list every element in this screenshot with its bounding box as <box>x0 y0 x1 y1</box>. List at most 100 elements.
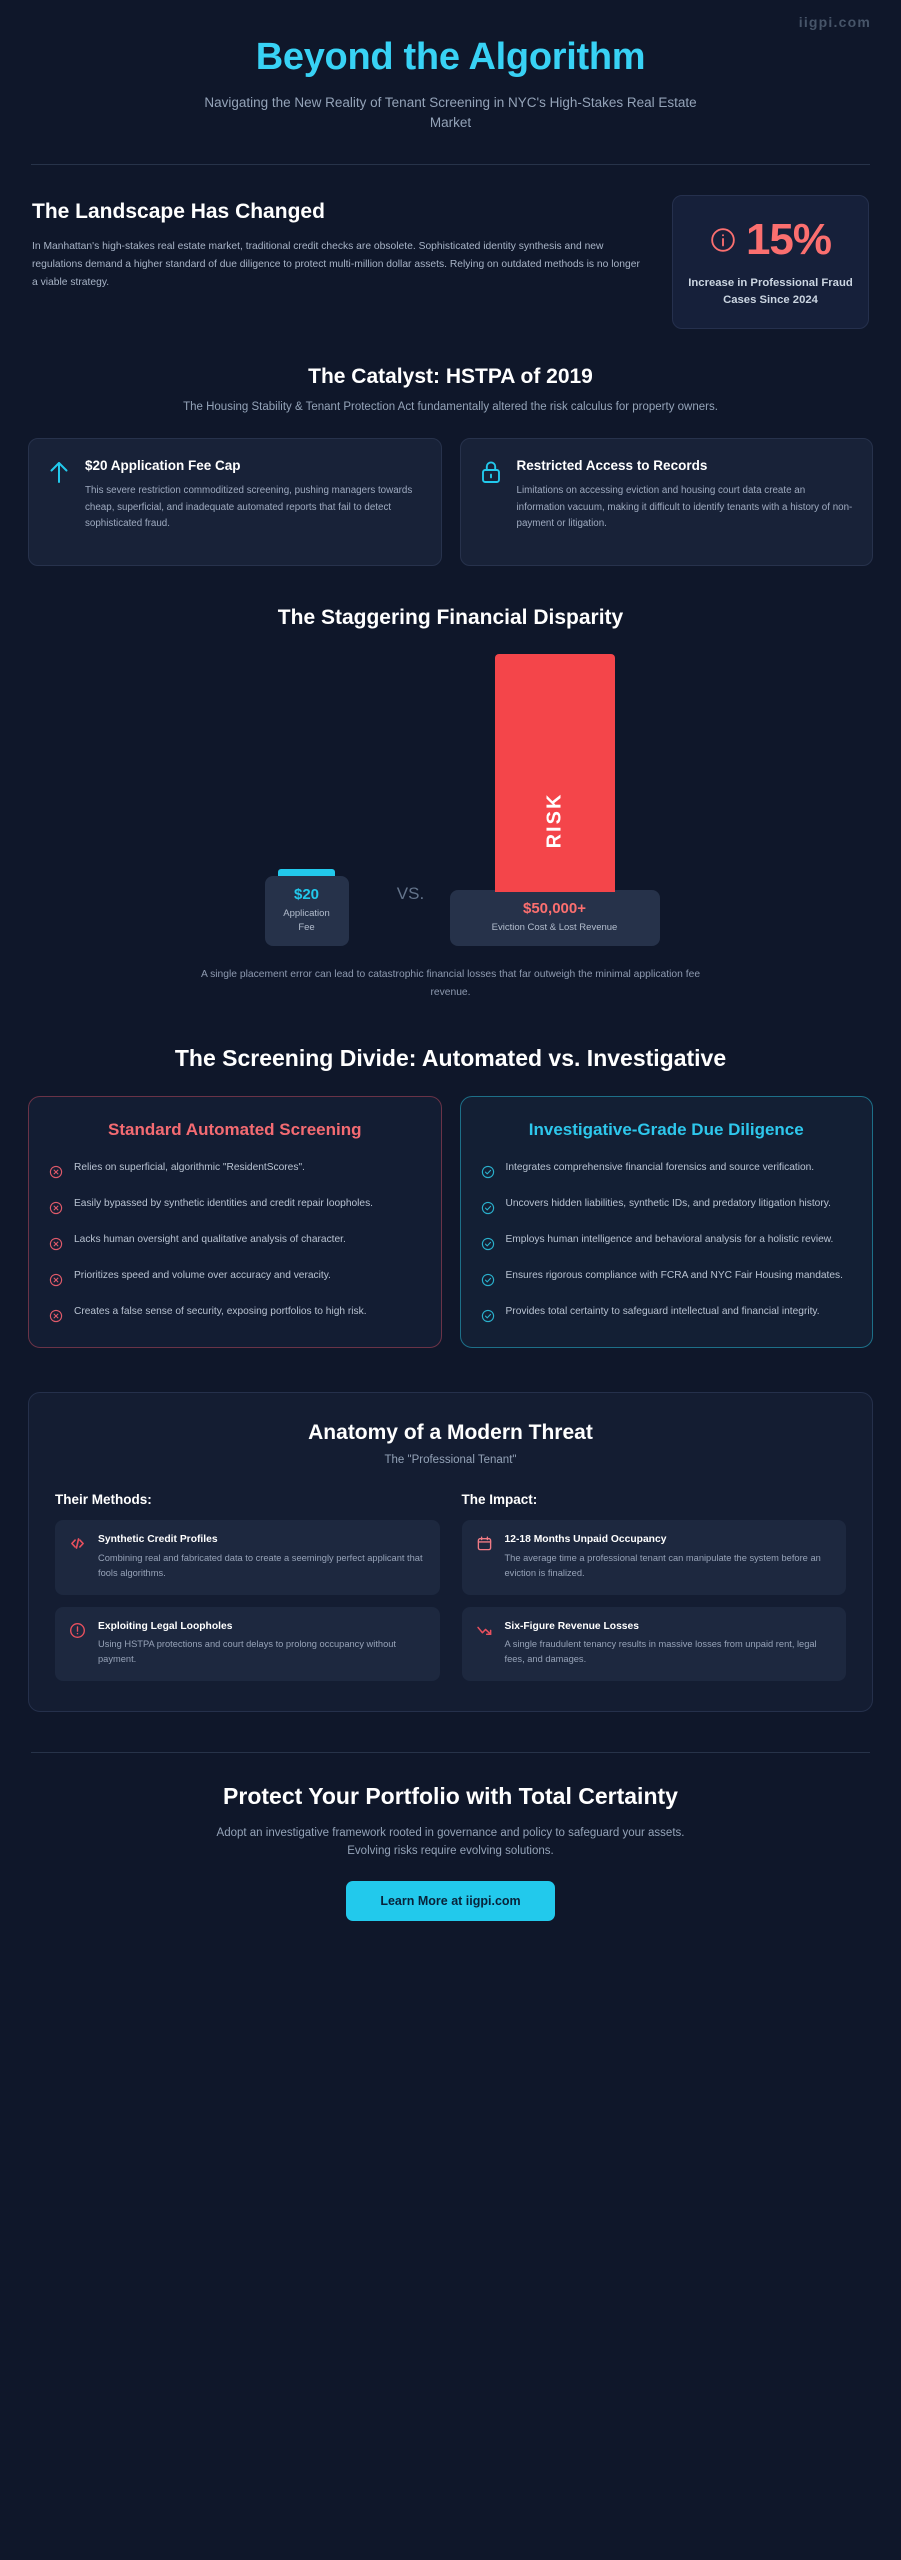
list-item: Creates a false sense of security, expos… <box>49 1303 421 1323</box>
landscape-heading: The Landscape Has Changed <box>32 200 325 224</box>
chart-category-label: Application Fee <box>283 907 330 933</box>
arrow-up-icon <box>47 457 71 485</box>
x-circle-icon <box>49 1309 63 1323</box>
fraud-stat-card: 15% Increase in Professional Fraud Cases… <box>672 195 869 330</box>
divide-panels: Standard Automated Screening Relies on s… <box>28 1096 873 1349</box>
anatomy-item-text: Synthetic Credit Profiles Combining real… <box>98 1533 426 1580</box>
code-icon <box>69 1535 86 1552</box>
catalyst-card-restricted-records-text: Restricted Access to Records Limitations… <box>517 457 855 532</box>
page-subtitle: Navigating the New Reality of Tenant Scr… <box>204 94 697 131</box>
anatomy-item-text: 12-18 Months Unpaid Occupancy The averag… <box>505 1533 833 1580</box>
list-item: Employs human intelligence and behaviora… <box>481 1231 853 1251</box>
list-item-text: Creates a false sense of security, expos… <box>74 1306 367 1318</box>
alert-circle-icon <box>69 1622 86 1639</box>
list-item: Prioritizes speed and volume over accura… <box>49 1267 421 1287</box>
chart-column-eviction-cost: RISK $50,000+ Eviction Cost & Lost Reven… <box>440 653 670 947</box>
anatomy-item-title: 12-18 Months Unpaid Occupancy <box>504 1534 667 1546</box>
anatomy-columns: Their Methods: Synthetic Credit Profiles… <box>55 1492 846 1682</box>
chart-plate-eviction-cost: $50,000+ Eviction Cost & Lost Revenue <box>449 889 660 947</box>
anatomy-impact-column: The Impact: 12-18 Months Unpaid Occupanc… <box>461 1492 846 1682</box>
trending-down-icon <box>476 1622 493 1639</box>
chart-category-label: Eviction Cost & Lost Revenue <box>491 921 618 933</box>
list-item: Integrates comprehensive financial foren… <box>481 1159 853 1179</box>
site-watermark: iigpi.com <box>798 14 871 30</box>
anatomy-section: Anatomy of a Modern Threat The "Professi… <box>28 1392 873 1713</box>
info-circle-icon <box>710 227 736 253</box>
list-item-text: Prioritizes speed and volume over accura… <box>74 1270 331 1282</box>
anatomy-item-title: Exploiting Legal Loopholes <box>98 1620 233 1632</box>
check-circle-icon <box>481 1237 495 1251</box>
vs-label: VS. <box>396 884 425 904</box>
x-circle-icon <box>49 1237 63 1251</box>
footer-section: Protect Your Portfolio with Total Certai… <box>28 1753 873 1921</box>
panel-title: Investigative-Grade Due Diligence <box>528 1120 804 1140</box>
list-item: Easily bypassed by synthetic identities … <box>49 1195 421 1215</box>
divide-section: The Screening Divide: Automated vs. Inve… <box>28 1001 873 1349</box>
catalyst-cards: $20 Application Fee Cap This severe rest… <box>28 438 873 567</box>
page-title: Beyond the Algorithm <box>255 36 646 78</box>
anatomy-item-body: The average time a professional tenant c… <box>504 1552 821 1578</box>
anatomy-methods-column: Their Methods: Synthetic Credit Profiles… <box>55 1492 440 1682</box>
chart-column-application-fee: $20 Application Fee <box>232 868 382 947</box>
panel-title: Standard Automated Screening <box>108 1120 362 1140</box>
list-item: Ensures rigorous compliance with FCRA an… <box>481 1267 853 1287</box>
anatomy-item-unpaid-occupancy: 12-18 Months Unpaid Occupancy The averag… <box>461 1520 846 1595</box>
anatomy-impact-heading: The Impact: <box>461 1492 538 1508</box>
footer-heading: Protect Your Portfolio with Total Certai… <box>223 1783 678 1810</box>
catalyst-section: The Catalyst: HSTPA of 2019 The Housing … <box>28 329 873 567</box>
anatomy-item-body: A single fraudulent tenancy results in m… <box>504 1638 817 1665</box>
divide-heading: The Screening Divide: Automated vs. Inve… <box>174 1045 727 1072</box>
anatomy-heading: Anatomy of a Modern Threat <box>308 1421 593 1445</box>
landscape-text-block: The Landscape Has Changed In Manhattan's… <box>32 195 644 291</box>
anatomy-item-title: Six-Figure Revenue Losses <box>504 1620 639 1632</box>
check-circle-icon <box>481 1309 495 1323</box>
list-item-text: Lacks human oversight and qualitative an… <box>74 1234 346 1246</box>
disparity-section: The Staggering Financial Disparity $20 A… <box>28 566 873 1001</box>
list-item-text: Employs human intelligence and behaviora… <box>505 1234 834 1246</box>
anatomy-item-text: Exploiting Legal Loopholes Using HSTPA p… <box>98 1620 426 1667</box>
x-circle-icon <box>49 1273 63 1287</box>
chart-bar-eviction-cost: RISK <box>494 653 615 892</box>
list-item-text: Easily bypassed by synthetic identities … <box>74 1198 373 1210</box>
list-item-text: Provides total certainty to safeguard in… <box>505 1306 820 1318</box>
check-circle-icon <box>481 1165 495 1179</box>
panel-investigative-grade-due-diligence: Investigative-Grade Due Diligence Integr… <box>459 1096 873 1349</box>
list-item: Lacks human oversight and qualitative an… <box>49 1231 421 1251</box>
footer-divider <box>31 1752 870 1754</box>
anatomy-item-body: Using HSTPA protections and court delays… <box>98 1638 397 1665</box>
chart-vs-separator: VS. <box>382 884 440 946</box>
catalyst-heading: The Catalyst: HSTPA of 2019 <box>308 365 593 389</box>
x-circle-icon <box>49 1165 63 1179</box>
catalyst-card-body: Limitations on accessing eviction and ho… <box>516 484 853 530</box>
list-item-text: Ensures rigorous compliance with FCRA an… <box>505 1270 843 1282</box>
stat-value: 15% <box>745 215 832 265</box>
anatomy-item-synthetic-credit-profiles: Synthetic Credit Profiles Combining real… <box>55 1520 440 1595</box>
anatomy-item-revenue-losses: Six-Figure Revenue Losses A single fraud… <box>461 1606 846 1682</box>
list-item-text: Integrates comprehensive financial foren… <box>505 1162 815 1174</box>
panel-standard-automated-screening: Standard Automated Screening Relies on s… <box>28 1096 442 1349</box>
catalyst-card-body: This severe restriction commoditized scr… <box>85 484 413 530</box>
landscape-section: The Landscape Has Changed In Manhattan's… <box>28 165 873 330</box>
catalyst-card-fee-cap: $20 Application Fee Cap This severe rest… <box>28 438 442 567</box>
catalyst-card-title: Restricted Access to Records <box>516 458 708 474</box>
learn-more-button[interactable]: Learn More at iigpi.com <box>346 1880 555 1921</box>
list-item-text: Relies on superficial, algorithmic "Resi… <box>74 1162 305 1174</box>
disparity-note: A single placement error can lead to cat… <box>200 969 701 998</box>
chart-value-label: $50,000+ <box>523 899 586 917</box>
anatomy-subtitle: The "Professional Tenant" <box>384 1454 517 1467</box>
check-circle-icon <box>481 1201 495 1215</box>
list-item: Uncovers hidden liabilities, synthetic I… <box>481 1195 853 1215</box>
footer-body: Adopt an investigative framework rooted … <box>216 1827 685 1858</box>
anatomy-item-body: Combining real and fabricated data to cr… <box>98 1552 423 1578</box>
hero-section: Beyond the Algorithm Navigating the New … <box>28 18 873 134</box>
list-item: Provides total certainty to safeguard in… <box>481 1303 853 1323</box>
list-item-text: Uncovers hidden liabilities, synthetic I… <box>505 1198 831 1210</box>
list-item: Relies on superficial, algorithmic "Resi… <box>49 1159 421 1179</box>
x-circle-icon <box>49 1201 63 1215</box>
catalyst-card-fee-cap-text: $20 Application Fee Cap This severe rest… <box>85 457 423 532</box>
catalyst-card-restricted-records: Restricted Access to Records Limitations… <box>459 438 873 567</box>
disparity-bar-chart: $20 Application Fee VS. RISK $50,000+ Ev… <box>28 653 873 947</box>
anatomy-item-exploiting-legal-loopholes: Exploiting Legal Loopholes Using HSTPA p… <box>55 1606 440 1682</box>
anatomy-item-text: Six-Figure Revenue Losses A single fraud… <box>505 1620 833 1667</box>
landscape-body: In Manhattan's high-stakes real estate m… <box>32 240 640 288</box>
